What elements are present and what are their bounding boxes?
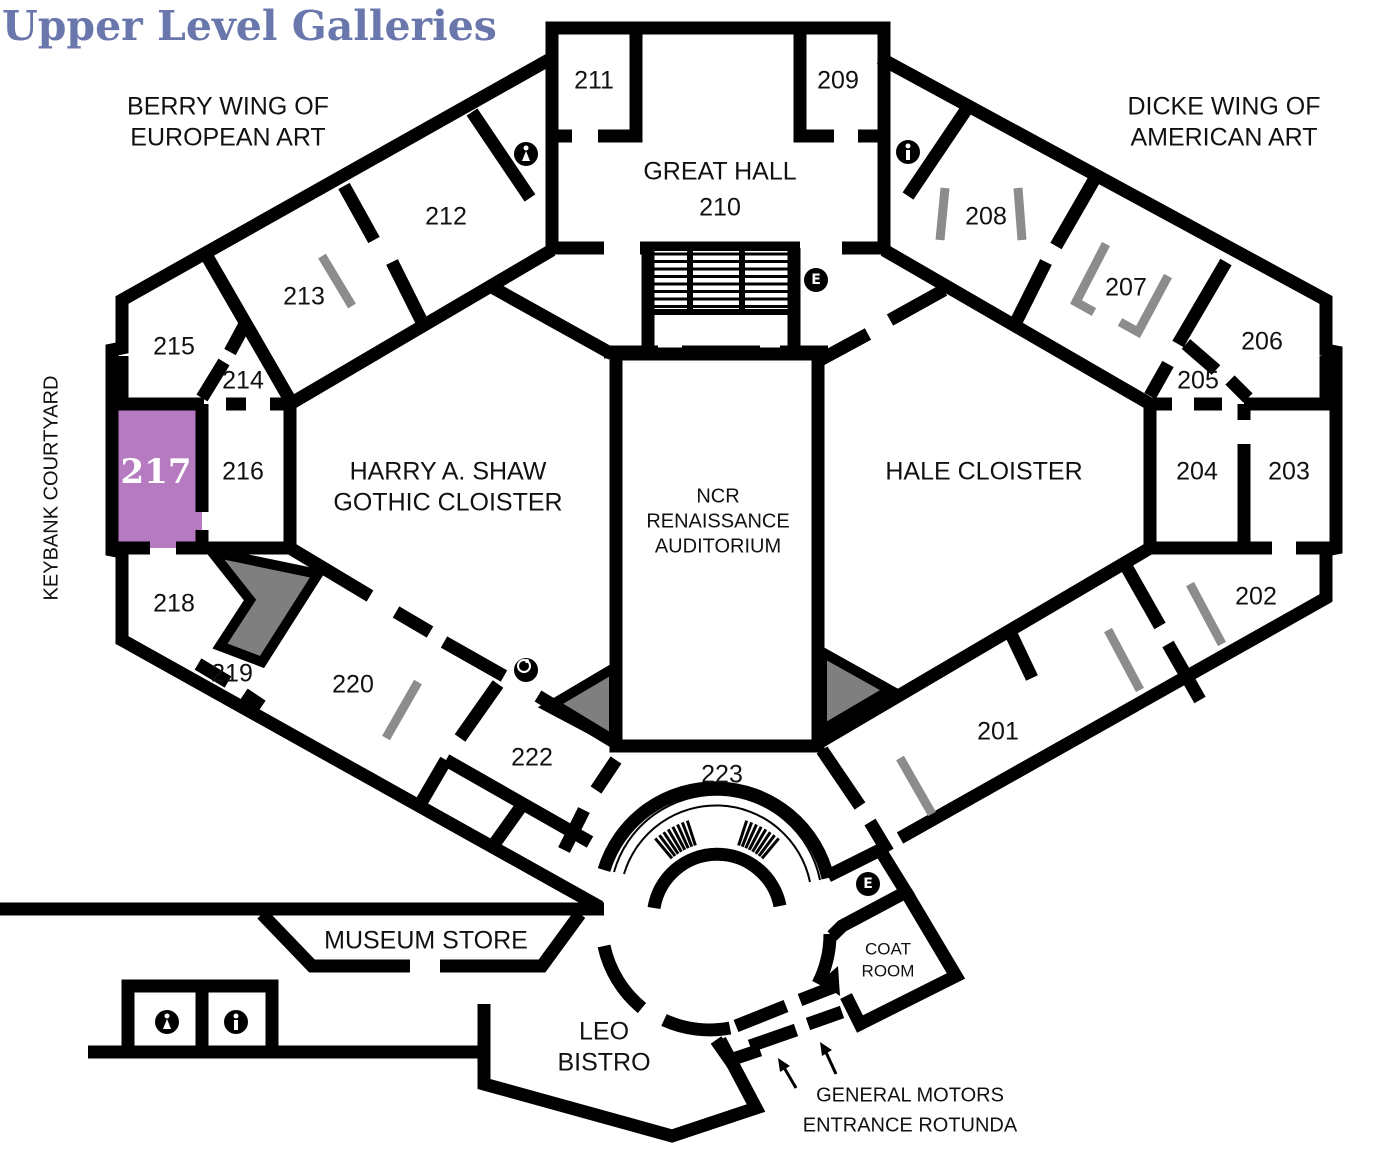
leo-bistro-label-1[interactable]: LEO <box>579 1018 629 1046</box>
svg-text:E: E <box>863 876 873 892</box>
room-208-label[interactable]: 208 <box>965 203 1007 231</box>
room-212-label[interactable]: 212 <box>425 203 467 231</box>
room-202-label[interactable]: 202 <box>1235 583 1277 611</box>
grand-staircase <box>641 245 801 352</box>
room-209-label[interactable]: 209 <box>817 67 859 95</box>
leo-bistro-label-2[interactable]: BISTRO <box>557 1049 650 1077</box>
room-211-label[interactable]: 211 <box>574 67 614 95</box>
coat-room-label-2[interactable]: ROOM <box>862 961 915 980</box>
room-201-label[interactable]: 201 <box>977 718 1019 746</box>
entrance-arrows <box>778 1042 838 1089</box>
dicke-wing-label-1: DICKE WING OF <box>1127 93 1320 121</box>
lower-walls <box>0 902 766 1143</box>
berry-wing-label-2: EUROPEAN ART <box>130 124 325 152</box>
room-203-label[interactable]: 203 <box>1268 458 1310 486</box>
room-218-label[interactable]: 218 <box>153 590 195 618</box>
entrance-rotunda-label-1[interactable]: GENERAL MOTORS <box>816 1084 1004 1106</box>
men-restroom-icon[interactable] <box>896 140 920 164</box>
room-216-label[interactable]: 216 <box>222 458 264 486</box>
room-223-label[interactable]: 223 <box>701 761 743 789</box>
room-213-label[interactable]: 213 <box>283 283 325 311</box>
room-222-label[interactable]: 222 <box>511 744 553 772</box>
room-219-label[interactable]: 219 <box>211 660 253 688</box>
wheelchair-icon[interactable] <box>514 658 538 682</box>
men-restroom-icon[interactable] <box>224 1010 248 1034</box>
shaw-cloister-label-1[interactable]: HARRY A. SHAW <box>350 458 547 486</box>
room-210-label[interactable]: 210 <box>699 194 741 222</box>
room-217-label: 217 <box>121 452 192 492</box>
dicke-wing-label-2: AMERICAN ART <box>1130 124 1317 152</box>
room-206-label[interactable]: 206 <box>1241 328 1283 356</box>
women-restroom-icon[interactable] <box>155 1010 179 1034</box>
shaded-area-219 <box>199 544 327 669</box>
museum-store-label[interactable]: MUSEUM STORE <box>324 927 528 955</box>
east-wing-walls <box>816 106 1336 856</box>
room-215-label[interactable]: 215 <box>153 333 195 361</box>
room-207-label[interactable]: 207 <box>1105 274 1147 302</box>
ncr-auditorium-label-3[interactable]: AUDITORIUM <box>655 535 781 557</box>
map-title: Upper Level Galleries <box>2 2 497 50</box>
entrance-rotunda-label-2[interactable]: ENTRANCE ROTUNDA <box>803 1114 1018 1136</box>
great-hall-label[interactable]: GREAT HALL <box>643 158 796 186</box>
hale-cloister-label[interactable]: HALE CLOISTER <box>885 458 1082 486</box>
elevator-icon[interactable]: E <box>856 872 880 896</box>
room-204-label[interactable]: 204 <box>1176 458 1218 486</box>
ncr-auditorium-label-2[interactable]: RENAISSANCE <box>646 510 789 532</box>
room-214-label[interactable]: 214 <box>222 367 264 395</box>
women-restroom-icon[interactable] <box>514 142 538 166</box>
room-217-highlight[interactable] <box>116 408 202 548</box>
gallery-dividers <box>318 187 1226 817</box>
coat-room-label-1[interactable]: COAT <box>865 939 911 958</box>
keybank-courtyard-label: KEYBANK COURTYARD <box>40 376 62 601</box>
room-205-label[interactable]: 205 <box>1177 367 1219 395</box>
rotunda-walls <box>597 781 966 1068</box>
room-220-label[interactable]: 220 <box>332 671 374 699</box>
shaw-cloister-label-2[interactable]: GOTHIC CLOISTER <box>333 489 562 517</box>
svg-text:E: E <box>811 272 821 288</box>
elevator-icon[interactable]: E <box>804 268 828 292</box>
west-wing-walls <box>112 108 622 854</box>
ncr-auditorium-label-1[interactable]: NCR <box>696 485 739 507</box>
berry-wing-label-1: BERRY WING OF <box>127 93 329 121</box>
